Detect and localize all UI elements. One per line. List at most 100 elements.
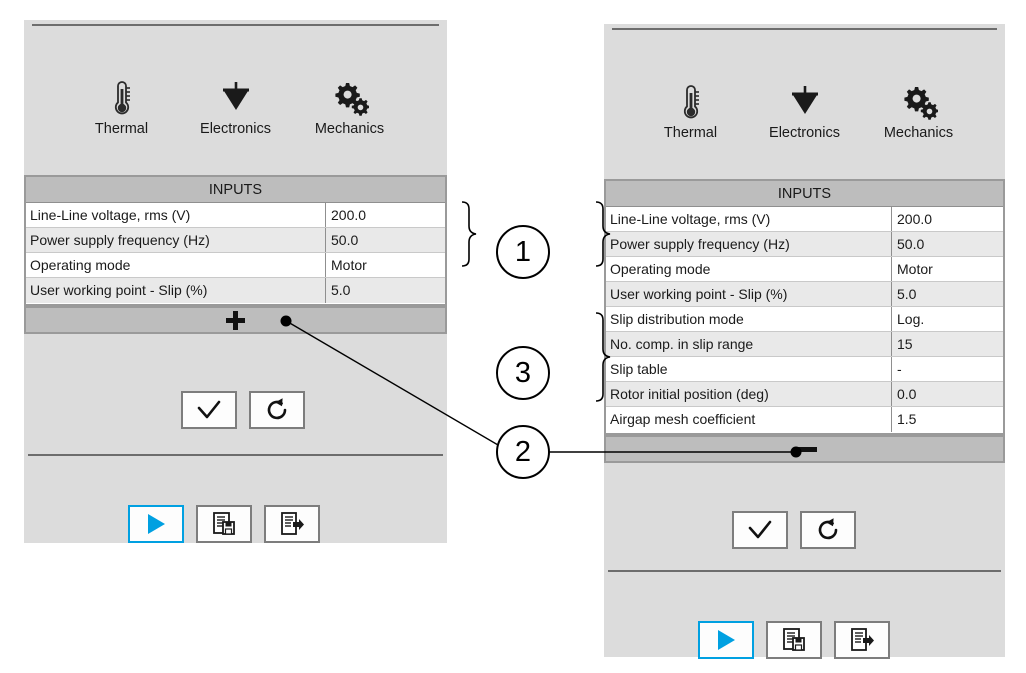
mode-item-electronics[interactable]: Electronics	[753, 80, 857, 141]
row-value[interactable]: 200.0	[325, 203, 445, 227]
callout-label: 3	[514, 356, 532, 389]
mode-item-thermal[interactable]: Thermal	[639, 80, 743, 141]
export-button[interactable]	[834, 621, 890, 659]
solve-button[interactable]	[698, 621, 754, 659]
solve-button[interactable]	[128, 505, 184, 543]
validate-button[interactable]	[732, 511, 788, 549]
callout-label: 1	[514, 235, 532, 268]
table-row[interactable]: Slip distribution mode Log.	[606, 307, 1003, 332]
diode-icon	[220, 76, 252, 116]
validate-reset-row-collapsed	[181, 391, 305, 429]
expand-inputs-button[interactable]	[24, 306, 447, 334]
solve-actions-row-collapsed	[128, 505, 320, 543]
table-row[interactable]: Airgap mesh coefficient 1.5	[606, 407, 1003, 432]
row-value[interactable]: 5.0	[325, 278, 445, 303]
row-value[interactable]: Log.	[891, 307, 1003, 331]
mode-label-electronics: Electronics	[200, 121, 271, 137]
export-document-icon	[851, 628, 874, 651]
save-button[interactable]	[766, 621, 822, 659]
table-row[interactable]: Line-Line voltage, rms (V) 200.0	[26, 203, 445, 228]
mode-strip-collapsed: Thermal Electronics	[24, 76, 447, 137]
table-row[interactable]: Rotor initial position (deg) 0.0	[606, 382, 1003, 407]
mode-label-mechanics: Mechanics	[883, 125, 954, 141]
mode-item-mechanics[interactable]: Mechanics	[867, 80, 971, 141]
row-value[interactable]: 0.0	[891, 382, 1003, 406]
row-label: User working point - Slip (%)	[610, 286, 788, 302]
table-row[interactable]: Operating mode Motor	[606, 257, 1003, 282]
gears-icon	[331, 76, 369, 116]
table-row[interactable]: User working point - Slip (%) 5.0	[606, 282, 1003, 307]
export-document-icon	[281, 512, 304, 535]
row-label: User working point - Slip (%)	[30, 282, 208, 298]
play-icon	[718, 630, 735, 650]
reset-button[interactable]	[249, 391, 305, 429]
row-label: Airgap mesh coefficient	[610, 411, 756, 427]
callout-marker-1: 1	[496, 225, 550, 279]
export-button[interactable]	[264, 505, 320, 543]
thermometer-icon	[680, 80, 702, 120]
callout-label: 2	[514, 435, 532, 468]
inputs-table-expanded: INPUTS Line-Line voltage, rms (V) 200.0 …	[604, 179, 1005, 435]
mode-label-thermal: Thermal	[94, 121, 149, 137]
mode-label-mechanics: Mechanics	[314, 121, 385, 137]
row-label: Slip table	[610, 361, 668, 377]
panel-collapsed: Thermal Electronics	[24, 20, 447, 543]
row-value[interactable]: 1.5	[891, 407, 1003, 432]
solve-actions-row-expanded	[698, 621, 890, 659]
minus-icon	[794, 446, 817, 452]
panel-divider	[28, 454, 443, 456]
row-value[interactable]: 200.0	[891, 207, 1003, 231]
row-value[interactable]: 5.0	[891, 282, 1003, 306]
table-row[interactable]: Operating mode Motor	[26, 253, 445, 278]
table-row[interactable]: User working point - Slip (%) 5.0	[26, 278, 445, 303]
check-icon	[748, 520, 772, 539]
row-label: Power supply frequency (Hz)	[610, 236, 790, 252]
validate-reset-row-expanded	[732, 511, 856, 549]
row-value[interactable]: 15	[891, 332, 1003, 356]
row-label: Line-Line voltage, rms (V)	[610, 211, 771, 227]
panel-expanded: Thermal Electronics	[604, 24, 1005, 659]
table-row[interactable]: Line-Line voltage, rms (V) 200.0	[606, 207, 1003, 232]
callout-marker-3: 3	[496, 346, 550, 400]
row-label: Rotor initial position (deg)	[610, 386, 769, 402]
save-button[interactable]	[196, 505, 252, 543]
diode-icon	[789, 80, 821, 120]
table-row[interactable]: No. comp. in slip range 15	[606, 332, 1003, 357]
inputs-table-header: INPUTS	[606, 181, 1003, 207]
table-row[interactable]: Power supply frequency (Hz) 50.0	[26, 228, 445, 253]
panel-top-rule	[32, 24, 439, 26]
plus-icon	[226, 310, 245, 330]
panel-top-rule	[612, 28, 997, 30]
gears-icon	[900, 80, 938, 120]
row-value[interactable]: 50.0	[891, 232, 1003, 256]
save-document-icon	[783, 628, 805, 651]
mode-item-thermal[interactable]: Thermal	[70, 76, 174, 137]
row-value[interactable]: Motor	[891, 257, 1003, 281]
save-document-icon	[213, 512, 235, 535]
play-icon	[148, 514, 165, 534]
callout-marker-2: 2	[496, 425, 550, 479]
row-value[interactable]: 50.0	[325, 228, 445, 252]
brace-group1-left	[461, 201, 477, 267]
mode-label-thermal: Thermal	[663, 125, 718, 141]
table-row[interactable]: Slip table -	[606, 357, 1003, 382]
row-label: Line-Line voltage, rms (V)	[30, 207, 191, 223]
row-label: Operating mode	[30, 257, 131, 273]
validate-button[interactable]	[181, 391, 237, 429]
check-icon	[197, 400, 221, 419]
row-label: Operating mode	[610, 261, 711, 277]
table-row[interactable]: Power supply frequency (Hz) 50.0	[606, 232, 1003, 257]
row-value[interactable]: Motor	[325, 253, 445, 277]
row-value[interactable]: -	[891, 357, 1003, 381]
reset-button[interactable]	[800, 511, 856, 549]
row-label: Power supply frequency (Hz)	[30, 232, 210, 248]
row-label: Slip distribution mode	[610, 311, 744, 327]
mode-item-mechanics[interactable]: Mechanics	[298, 76, 402, 137]
row-label: No. comp. in slip range	[610, 336, 754, 352]
mode-item-electronics[interactable]: Electronics	[184, 76, 288, 137]
mode-strip-expanded: Thermal Electronics	[604, 80, 1005, 141]
collapse-inputs-button[interactable]	[604, 435, 1005, 463]
panel-divider	[608, 570, 1001, 572]
inputs-table-header: INPUTS	[26, 177, 445, 203]
inputs-table-collapsed: INPUTS Line-Line voltage, rms (V) 200.0 …	[24, 175, 447, 306]
